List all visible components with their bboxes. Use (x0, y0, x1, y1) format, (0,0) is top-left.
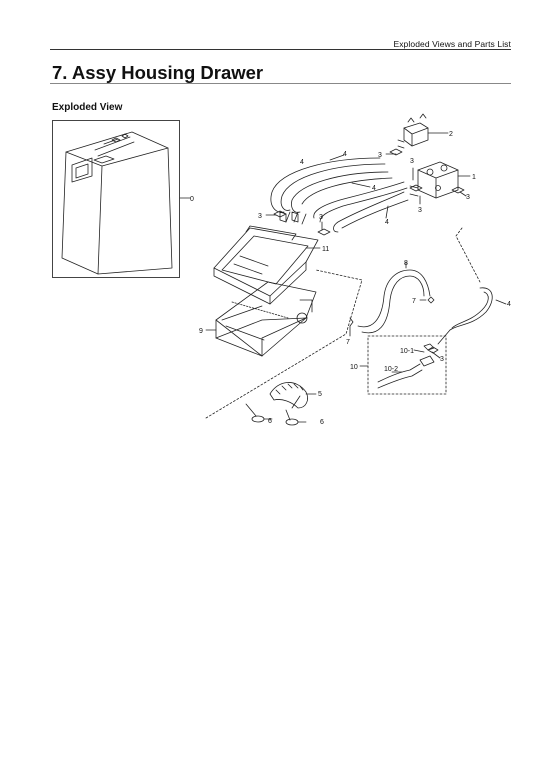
callout-8: 8 (404, 260, 408, 267)
callout-3b: 3 (410, 158, 414, 165)
callout-6b: 6 (320, 419, 324, 426)
callout-1: 1 (472, 174, 476, 181)
callout-3a: 3 (378, 152, 382, 159)
callout-11: 11 (322, 246, 329, 253)
callout-10-1: 10-1 (400, 348, 414, 355)
callout-4a: 4 (300, 159, 304, 166)
callout-4a-leader (329, 154, 345, 161)
washer-cabinet-illustration (61, 131, 173, 275)
callout-2: 2 (449, 131, 453, 138)
callout-10-1-leader (413, 349, 425, 353)
callout-4c-leader (495, 299, 507, 305)
valve-top-illustration (397, 113, 429, 149)
callout-4b: 4 (343, 151, 347, 158)
inset-frame (52, 120, 180, 278)
chapter-title: 7. Assy Housing Drawer (52, 62, 264, 83)
callout-6a: 6 (268, 418, 272, 425)
running-header: Exploded Views and Parts List (393, 39, 511, 49)
callout-3f: 3 (319, 214, 323, 221)
hose-right (333, 191, 409, 233)
callout-9: 9 (199, 328, 203, 335)
drawer-guide (205, 269, 363, 419)
clip-7-illustration (349, 296, 435, 327)
drain-hose-illustration (357, 269, 431, 334)
title-rule (50, 83, 511, 84)
valve-main-illustration (409, 161, 459, 199)
callout-4c: 4 (372, 185, 376, 192)
hose-loop (270, 157, 408, 223)
callout-3d: 3 (466, 194, 470, 201)
callout-4b-leader (351, 182, 371, 188)
callout-labels: 0 2 1 3 3 3 3 3 3 3 4 4 4 4 4 5 6 6 7 7 … (190, 131, 511, 426)
callout-3g: 3 (440, 356, 444, 363)
drawer-illustration (215, 281, 317, 357)
nozzle-hose-illustration (269, 382, 308, 409)
callout-10-2: 10-2 (384, 366, 398, 373)
callout-0: 0 (190, 196, 194, 203)
callout-3g-leader (431, 351, 441, 359)
housing-illustration (213, 211, 319, 305)
clip-6-illustration (245, 403, 299, 426)
callout-7a: 7 (412, 298, 416, 305)
callout-3c: 3 (418, 207, 422, 214)
callout-3d-leader (459, 191, 467, 197)
callout-3e: 3 (258, 213, 262, 220)
callout-4e: 4 (507, 301, 511, 308)
section-label: Exploded View (52, 102, 123, 113)
header-rule (50, 49, 511, 50)
subassy-10-illustration (377, 343, 435, 389)
callout-4d: 4 (385, 219, 389, 226)
callout-5: 5 (318, 391, 322, 398)
callout-10: 10 (350, 364, 358, 371)
callout-7b: 7 (346, 339, 350, 346)
subassy-10-frame (367, 335, 447, 395)
